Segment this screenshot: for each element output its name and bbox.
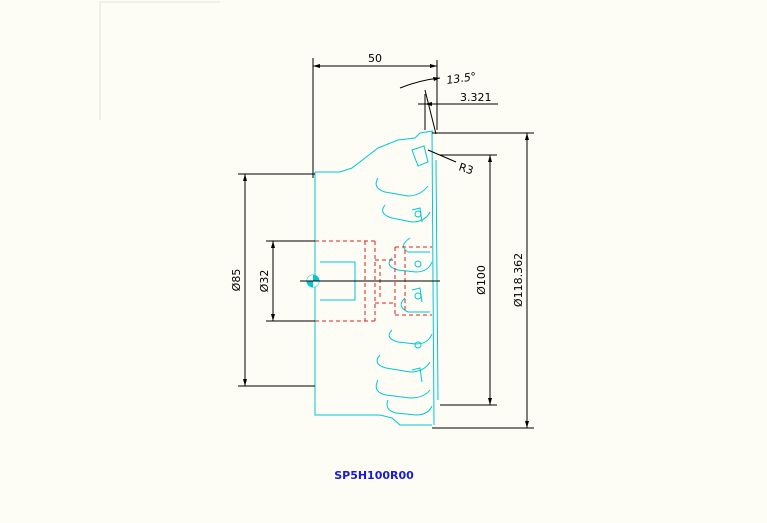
cutter-outline	[314, 130, 439, 426]
dim-length-label: 50	[368, 52, 382, 65]
dim-radius-label: R3	[457, 160, 475, 177]
dimension-lines	[238, 58, 534, 429]
dim-cutting-diameter-label: Ø100	[475, 265, 488, 295]
dim-angle-label: 13.5°	[446, 70, 478, 87]
dim-offset-label: 3.321	[460, 91, 492, 104]
part-number-caption: SP5H100R00	[334, 469, 414, 482]
dim-body-diameter-label: Ø85	[230, 269, 243, 292]
dim-bore-diameter-label: Ø32	[258, 270, 271, 293]
dim-outer-diameter-label: Ø118.362	[512, 253, 525, 307]
dimension-arrows	[243, 64, 529, 428]
